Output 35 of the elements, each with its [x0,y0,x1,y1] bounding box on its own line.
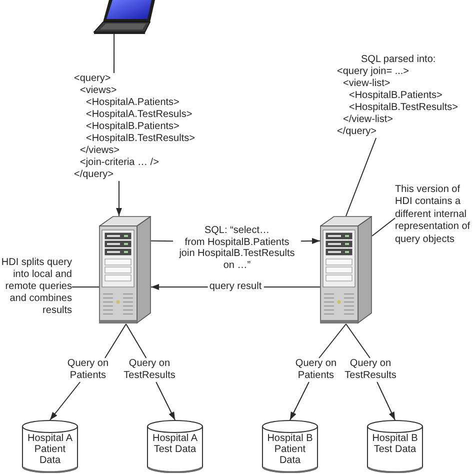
arrow [50,382,81,420]
arrow [290,382,310,420]
edge-label: query result [207,280,264,293]
connector-line [114,34,115,74]
database-cylinder [22,420,78,473]
connector-line [346,324,370,358]
database-label: Hospital A Test Data [151,433,199,455]
annotation-text: HDI splits query into local and remote queries and combines results [0,257,72,317]
database-label: Hospital B Test Data [371,433,419,455]
sql-query-text: SQL: “select… from HospitalB.Patients join HospitalB.TestResults on …” [173,225,301,271]
connector-line [318,324,346,358]
database-cylinder [147,420,203,473]
database-label: Hospital B Patient Data [266,433,314,466]
query-label: Query on Patients [294,358,338,382]
connector-line [126,324,147,358]
server-tower-icon [99,216,151,324]
arrow [156,382,176,420]
annotation-text: This version of HDI contains a different internal representation of query objects [395,184,474,246]
laptop-icon [93,0,155,34]
leader-line [72,286,100,288]
query-label: Query on TestResults [122,358,177,382]
leader-line [372,218,396,236]
parsed-query-text: SQL parsed into: <query join= ...> <view-list> <HospitalB.Patients> <HospitalB.TestResults> </view-list> </query> [337,54,463,138]
connector-line [150,240,174,242]
database-cylinder [262,420,318,473]
server-tower-icon [320,216,372,324]
connector-line [104,324,127,358]
database-label: Hospital A Patient Data [26,433,74,466]
database-cylinder [367,420,423,473]
xml-query-text: <query> <views> <HospitalA.Patients> <HospitalA.TestResuls> <HospitalB.Patients> <HospitalB.TestResults> </views> <join-criteria … /> </query> [74,73,199,181]
query-label: Query on TestResults [343,358,398,382]
arrow [300,238,320,244]
query-label: Query on Patients [66,358,110,382]
arrow [376,382,396,420]
arrow [116,180,122,216]
